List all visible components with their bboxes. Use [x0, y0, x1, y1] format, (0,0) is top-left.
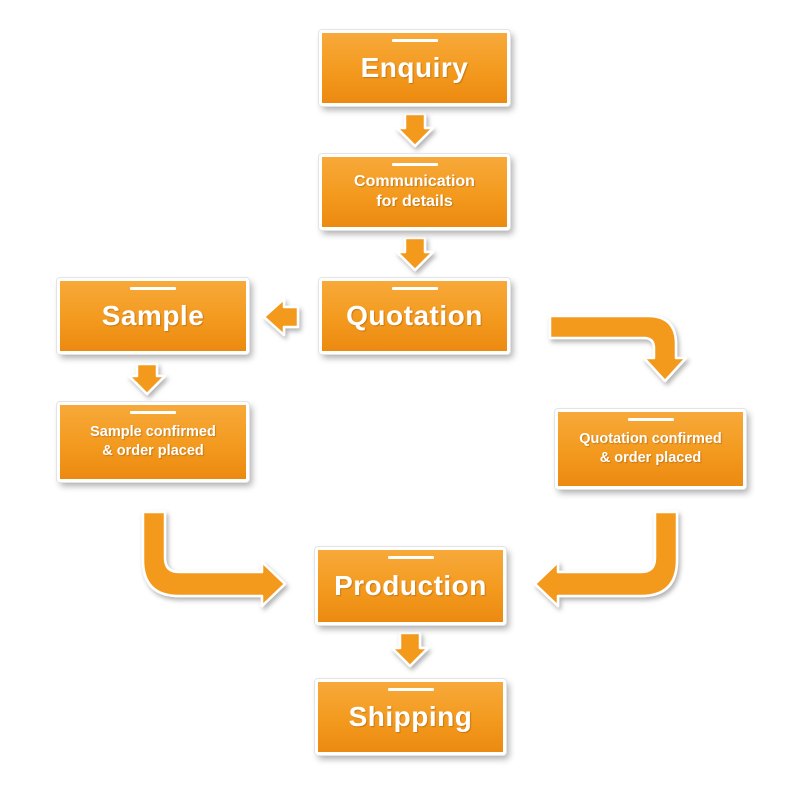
- communication-label-line1: Communication: [354, 173, 475, 190]
- sample-node: Sample: [57, 278, 249, 354]
- sample-confirmed-label: Sample confirmed & order placed: [90, 423, 216, 461]
- sample-confirmed-line2: & order placed: [102, 443, 204, 459]
- node-tab-marker: [130, 411, 176, 414]
- arrow-production-to-shipping: [390, 631, 430, 668]
- arrow-enquiry-to-communication: [395, 112, 435, 148]
- node-tab-marker: [387, 688, 434, 691]
- shipping-label: Shipping: [348, 701, 473, 732]
- node-tab-marker: [391, 287, 438, 290]
- shipping-node: Shipping: [315, 679, 506, 755]
- quotation-label: Quotation: [346, 300, 483, 331]
- sample-confirmed-node: Sample confirmed & order placed: [57, 402, 249, 482]
- arrow-quotation-to-sample: [262, 297, 300, 337]
- communication-label-line2: for details: [376, 193, 453, 210]
- enquiry-label: Enquiry: [360, 52, 469, 83]
- quotation-node: Quotation: [319, 278, 510, 354]
- arrow-communication-to-quotation: [395, 236, 435, 272]
- node-tab-marker: [130, 287, 176, 290]
- arrow-sample-to-sample-confirmed: [127, 362, 167, 396]
- production-node: Production: [315, 547, 506, 625]
- arrow-quotation-to-quotation-confirmed: [548, 314, 688, 383]
- production-label: Production: [334, 570, 487, 601]
- node-tab-marker: [387, 556, 434, 559]
- communication-label: Communication for details: [354, 172, 475, 212]
- arrow-sample-confirmed-to-production: [141, 510, 287, 608]
- node-tab-marker: [391, 163, 438, 166]
- node-tab-marker: [627, 418, 674, 421]
- sample-confirmed-line1: Sample confirmed: [90, 424, 216, 440]
- quotation-confirmed-line2: & order placed: [599, 450, 702, 466]
- enquiry-node: Enquiry: [319, 30, 510, 106]
- quotation-confirmed-line1: Quotation confirmed: [579, 431, 722, 447]
- communication-node: Communication for details: [319, 154, 510, 230]
- quotation-confirmed-label: Quotation confirmed & order placed: [579, 430, 722, 468]
- node-tab-marker: [391, 39, 438, 42]
- sample-label: Sample: [101, 300, 205, 331]
- arrow-quotation-confirmed-to-production: [533, 510, 679, 608]
- quotation-confirmed-node: Quotation confirmed & order placed: [555, 409, 746, 489]
